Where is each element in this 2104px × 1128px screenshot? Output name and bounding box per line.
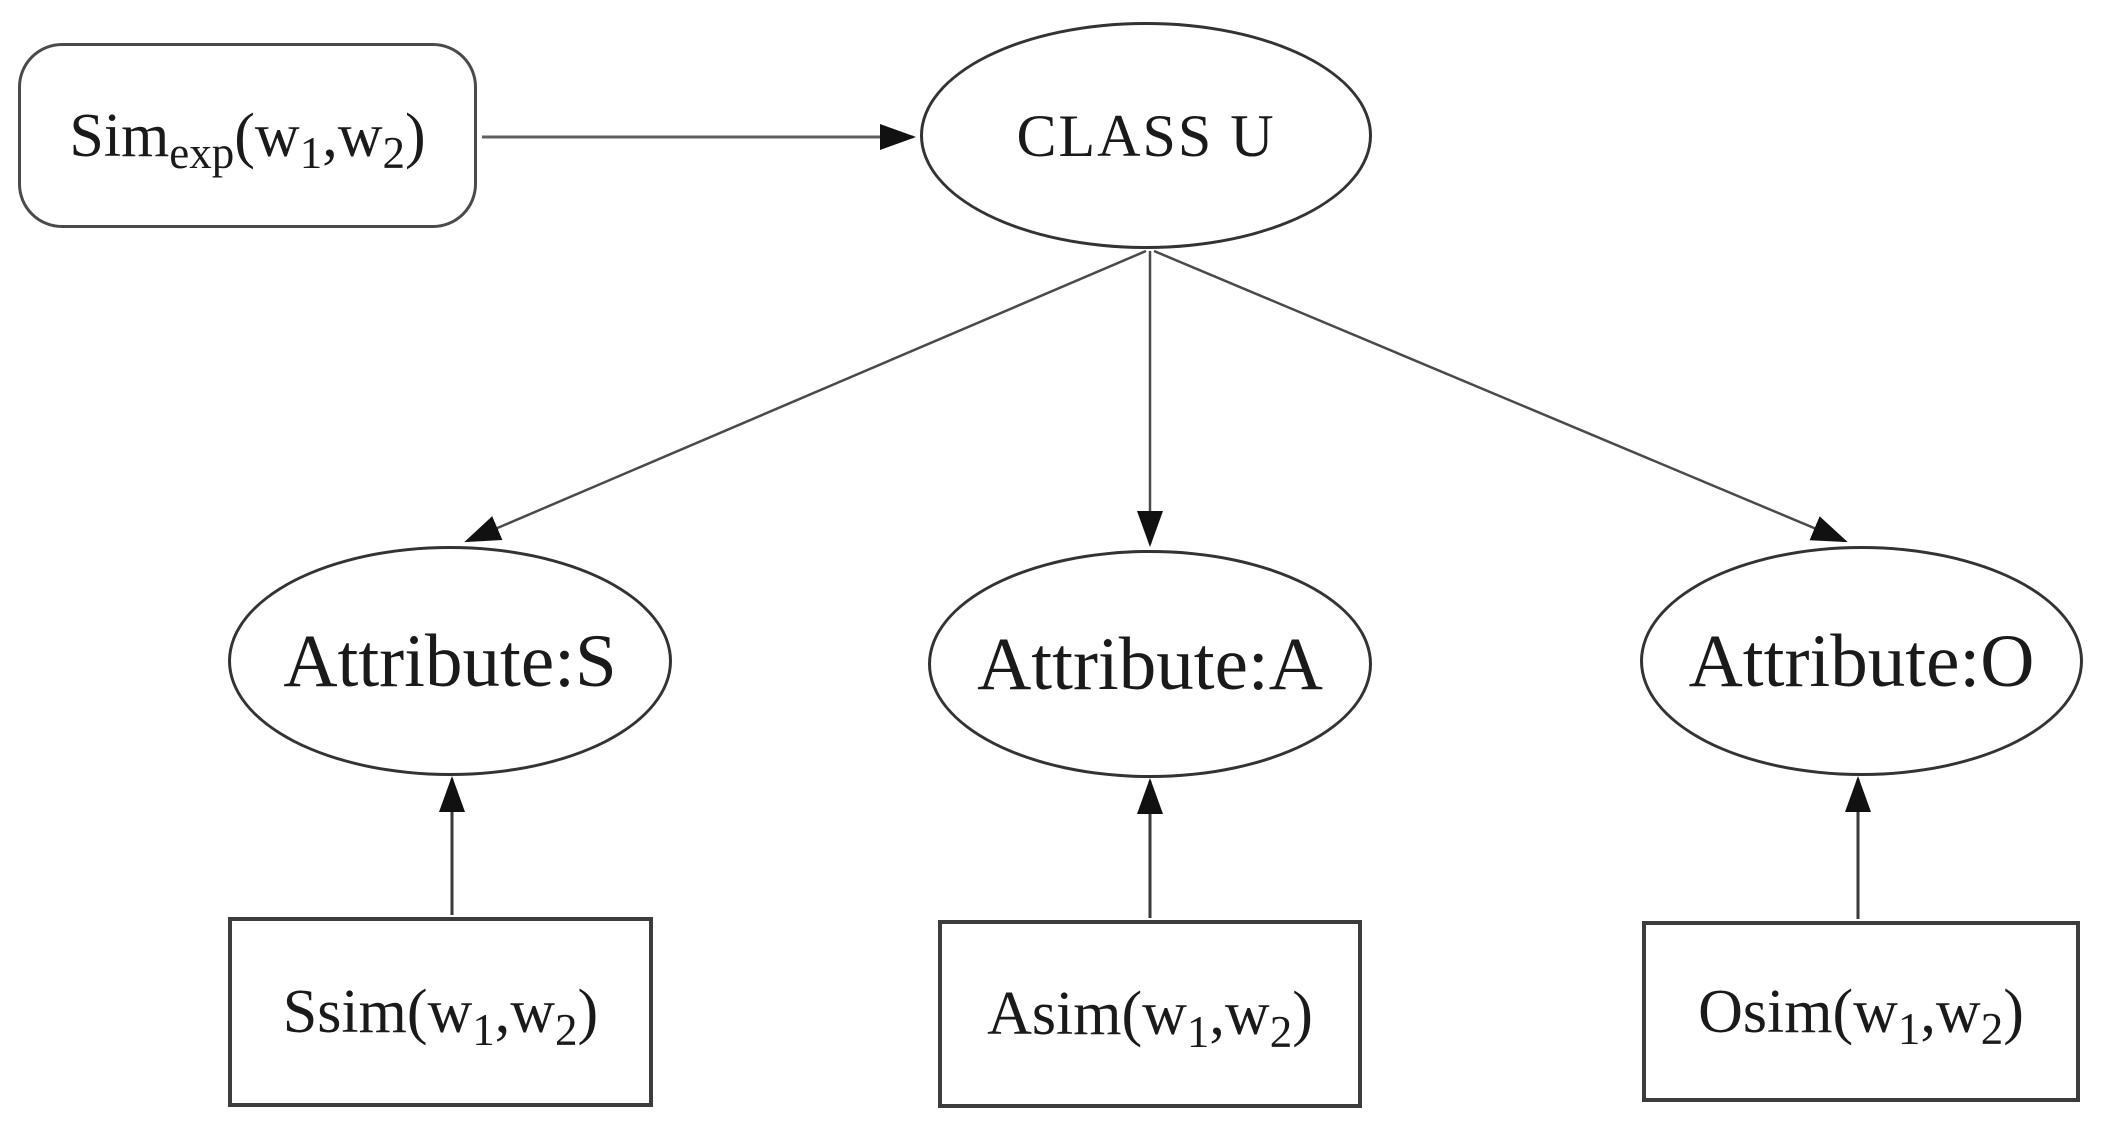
node-osim: Osim(w1,w2) [1642,921,2080,1102]
edge-class-u-to-attr-o [1153,249,1848,543]
node-asim: Asim(w1,w2) [938,920,1362,1108]
node-asim-label: Asim(w1,w2) [987,980,1313,1057]
node-class-u: CLASS U [920,22,1372,249]
node-ssim-label: Ssim(w1,w2) [282,978,599,1055]
edge-class-u-to-attr-s [464,249,1147,543]
node-osim-label: Osim(w1,w2) [1698,977,2024,1055]
node-class-u-label: CLASS U [1016,102,1276,169]
node-ssim: Ssim(w1,w2) [228,917,653,1107]
node-attribute-s: Attribute:S [228,546,672,776]
node-attribute-a-label: Attribute:A [977,622,1323,706]
node-attribute-o: Attribute:O [1640,546,2083,776]
node-sim-exp-label: Simexp(w1,w2) [69,101,426,179]
node-attribute-o-label: Attribute:O [1688,619,2035,703]
node-attribute-s-label: Attribute:S [283,619,617,703]
node-sim-exp: Simexp(w1,w2) [18,43,477,228]
node-attribute-a: Attribute:A [928,550,1372,778]
